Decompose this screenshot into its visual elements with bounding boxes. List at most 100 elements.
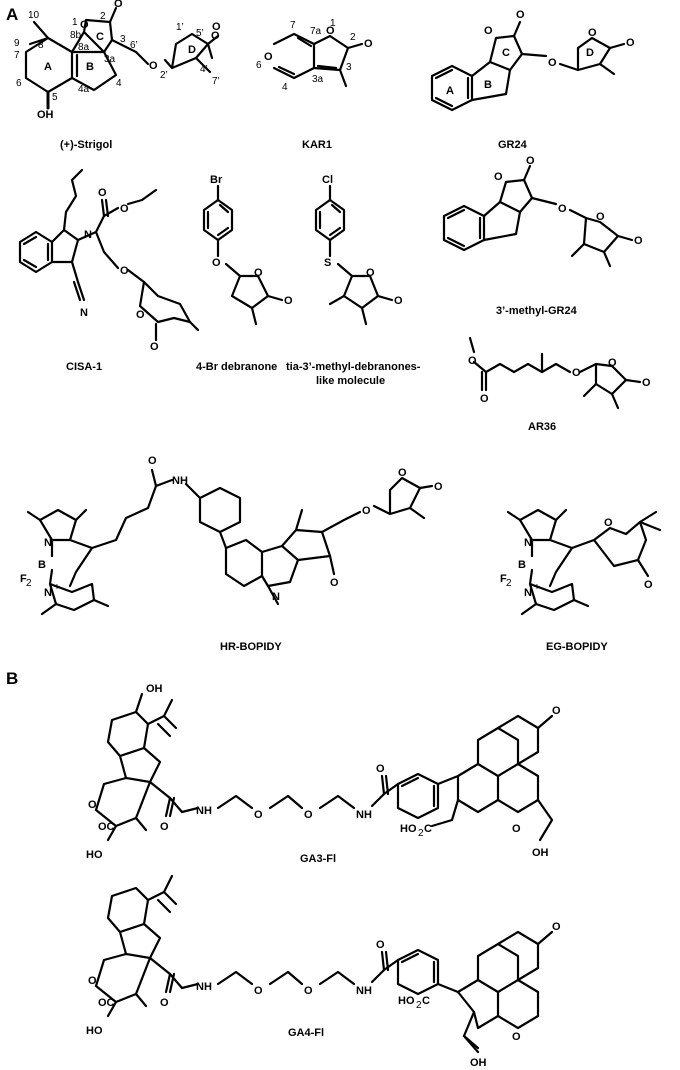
strigol-ring-label-b: B [86,61,94,73]
ga3-fl-nh-2: NH [356,809,372,821]
gr24-ring-label-c: C [502,47,510,59]
ga3-fl-name: GA3-Fl [300,853,336,865]
eg-bopidy-nitrogen-plus: N [524,587,532,599]
strigol-structure: OH O O O O O A B C D 1 2 3 3a 4 4a 5 6 7… [14,0,221,151]
strigol-num-6p: 6’ [130,40,138,51]
ga4-fl-xanthene-carbonyl-oxygen: O [552,921,561,933]
kar1-num-1: 1 [330,18,336,29]
gr24-ring-label-d: D [586,47,594,59]
kar1-lactone-oxygen: O [326,25,335,37]
strigol-num-1: 1 [72,17,78,28]
ar36-name: AR36 [528,421,556,433]
tia-name-line2: like molecule [316,375,385,387]
ga3-fl-hydroxyl: OH [146,683,163,695]
ar36-ester-carbonyl-oxygen: O [480,393,489,405]
strigol-num-6: 6 [16,78,22,89]
gr24-ring-label-b: B [484,79,492,91]
tia-carbonyl-oxygen: O [394,295,403,307]
cisa1-ether-oxygen: O [120,265,129,277]
strigol-num-4p: 4’ [200,64,208,75]
eg-bopidy-structure: N B F 2 N + O O EG-BOPIDY [500,508,662,653]
ga4-fl-structure: O OC HO O NH O O NH O O O OH HO 2 C GA4-… [86,874,561,1069]
ga4-fl-xanthene-oxygen: O [512,1031,521,1043]
br-debranone-bromine: Br [210,174,223,186]
cisa1-nitrogen: N [84,229,92,241]
methyl-gr24-ring-oxygen: O [494,171,503,183]
ga3-fl-carboxyl-c: C [424,823,432,835]
ga4-fl-oc: OC [98,997,115,1009]
ga4-fl-carboxyl-c: C [422,995,430,1007]
tia-sulfur: S [324,257,331,269]
methyl-gr24-d-carbonyl-oxygen: O [634,235,643,247]
ga4-fl-nh-1: NH [196,981,212,993]
tia-chlorine: Cl [322,174,333,186]
kar1-carbonyl-oxygen: O [364,38,373,50]
br-debranone-carbonyl-oxygen: O [284,295,293,307]
cisa1-name: CISA-1 [66,361,102,373]
strigol-num-4: 4 [116,78,122,89]
gr24-ring-oxygen: O [484,25,493,37]
hr-bopidy-ring-oxygen: O [398,467,407,479]
ga4-fl-carboxyl: HO [398,995,415,1007]
gr24-d-carbonyl-oxygen: O [626,37,635,49]
ga4-fl-amide-oxygen: O [160,997,169,1009]
strigol-num-5p: 5’ [196,28,204,39]
eg-bopidy-ketone-oxygen: O [644,579,653,591]
methyl-gr24-ether-oxygen: O [558,203,567,215]
ga3-fl-xanthene-oxygen: O [512,823,521,835]
ar36-ring-oxygen: O [608,357,617,369]
panel-label-b: B [6,669,18,688]
strigol-name: (+)-Strigol [60,139,112,151]
cisa1-structure: N N O O O O O CISA-1 [18,168,200,373]
hr-bopidy-ether-oxygen: O [362,505,371,517]
eg-bopidy-name: EG-BOPIDY [546,641,608,653]
hr-bopidy-nitrogen: N [44,537,52,549]
br-debranone-structure: Br O O O 4-Br debranone [196,174,293,373]
ga4-fl-lactone-oxygen: O [88,975,97,987]
ga3-fl-amide-oxygen: O [160,821,169,833]
kar1-num-3a: 3a [312,74,324,85]
kar1-num-4: 4 [282,82,288,93]
ga3-fl-lactone-oxygen: O [88,799,97,811]
cisa1-ester-oxygen: O [120,203,129,215]
ar36-ester-oxygen: O [468,355,477,367]
tia-ring-oxygen: O [366,267,375,279]
ar36-ether-oxygen: O [572,367,581,379]
br-debranone-ether-oxygen: O [212,257,221,269]
hr-bopidy-nitrogen-plus: N [44,587,52,599]
ga3-fl-amide-oxygen-2: O [376,763,385,775]
gr24-ring-label-a: A [446,85,454,97]
methyl-gr24-structure: O O O O O 3’-methyl-GR24 [442,155,643,317]
hr-bopidy-ketone-oxygen: O [330,577,339,589]
strigol-num-3a: 3a [104,54,116,65]
cisa1-nitrile-nitrogen: N [80,307,88,319]
gr24-ether-oxygen: O [548,57,557,69]
strigol-num-2p: 2’ [160,70,168,81]
ar36-structure: O O O O O AR36 [468,336,651,433]
eg-bopidy-nitrogen: N [524,537,532,549]
panel-label-a: A [6,5,18,24]
gr24-d-ring-oxygen: O [588,27,597,39]
ga3-fl-nh-1: NH [196,805,212,817]
strigol-d-ring-oxygen: O [211,30,220,42]
br-debranone-name: 4-Br debranone [196,361,277,373]
strigol-ring-label-c: C [96,31,104,43]
ga4-fl-name: GA4-Fl [288,1027,324,1039]
kar1-ring-oxygen: O [264,51,273,63]
hr-bopidy-amide-oxygen: O [148,455,157,467]
eg-bopidy-ring-oxygen: O [604,517,613,529]
strigol-ring-label-a: A [44,61,52,73]
ga3-fl-ho: HO [86,849,103,861]
br-debranone-ring-oxygen: O [254,267,263,279]
strigol-num-1p: 1’ [176,22,184,33]
ga3-fl-carboxyl-2: 2 [418,828,424,839]
methyl-gr24-d-ring-oxygen: O [596,211,605,223]
gr24-structure: O O O O O A B C D GR24 [430,9,635,151]
gr24-name: GR24 [498,139,528,151]
hr-bopidy-plus-charge: + [54,582,60,593]
ga4-fl-carboxyl-2: 2 [416,1000,422,1011]
ga3-fl-phenol: OH [532,847,549,859]
hr-bopidy-structure: N B F 2 N + O NH N O O O O HR-BOPIDY [20,455,443,653]
strigol-ring-label-d: D [188,44,196,56]
ga3-fl-carboxyl: HO [400,823,417,835]
